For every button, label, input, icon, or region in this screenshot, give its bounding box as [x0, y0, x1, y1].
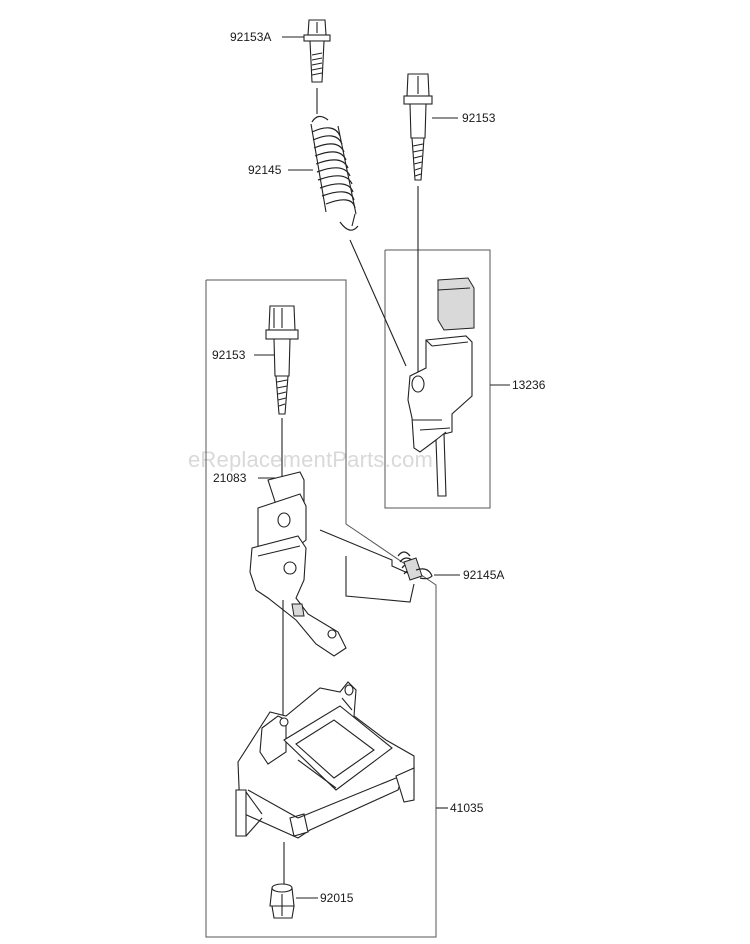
label-21083: 21083 [213, 471, 247, 485]
label-41035: 41035 [450, 801, 484, 815]
bolt-92153a [303, 19, 331, 83]
group-box-41035 [205, 279, 437, 938]
spring-92145a [319, 529, 433, 603]
lever-21083 [249, 471, 347, 657]
bracket-13236 [407, 277, 475, 497]
group-box-13236 [384, 249, 491, 509]
base-plate-41035 [235, 681, 415, 839]
label-92153a: 92153A [230, 30, 271, 44]
label-92015: 92015 [320, 891, 354, 905]
label-92153-mid: 92153 [212, 348, 246, 362]
nut-92015 [269, 883, 295, 919]
label-92145: 92145 [248, 163, 282, 177]
bolt-92153-top [403, 73, 433, 181]
spring-92145 [310, 115, 359, 231]
label-92145a: 92145A [463, 568, 504, 582]
label-92153-top: 92153 [462, 111, 496, 125]
watermark: eReplacementParts.com [188, 447, 433, 472]
label-13236: 13236 [512, 378, 546, 392]
axis-line-92145 [349, 239, 407, 367]
bolt-92153-mid [265, 305, 299, 415]
